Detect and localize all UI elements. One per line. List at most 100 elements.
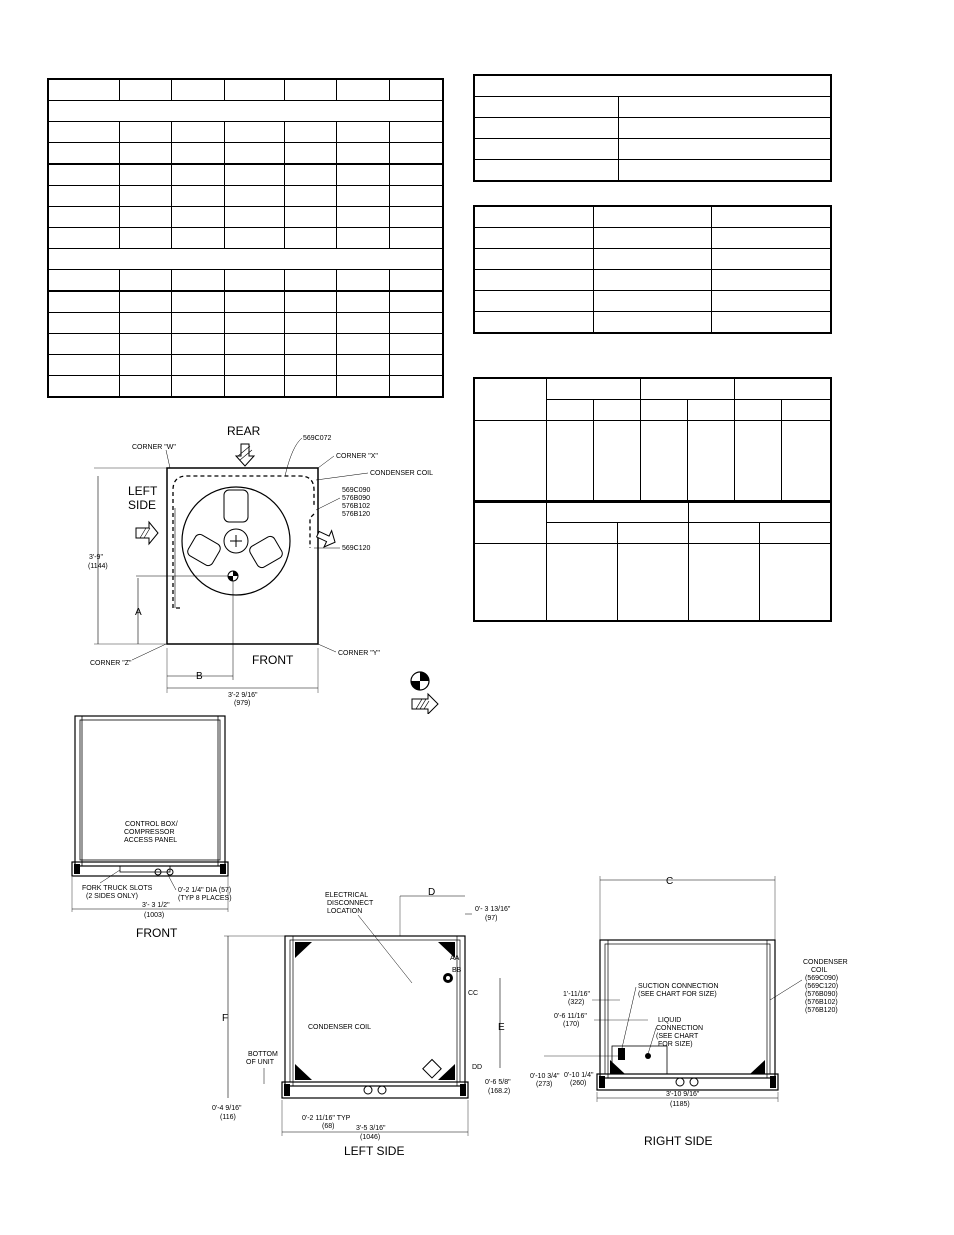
model-top-label: 569C072 — [303, 435, 332, 442]
dim1-mm: (322) — [568, 999, 584, 1006]
dim2-mm: (170) — [563, 1021, 579, 1028]
right-coil-3: (569C090) — [805, 975, 838, 982]
front-title: FRONT — [136, 926, 178, 940]
corner-w-label: CORNER "W" — [132, 444, 176, 451]
center-of-gravity-table — [473, 500, 832, 622]
suction-label-2: (SEE CHART FOR SIZE) — [638, 991, 717, 998]
dim-a: A — [135, 607, 142, 618]
connection-size-table — [473, 74, 832, 182]
front-dim-width: 3'- 3 1/2" — [142, 902, 170, 909]
right-coil-5: (576B090) — [805, 991, 838, 998]
corner-y-label: CORNER "Y" — [338, 650, 380, 657]
dim-low-mm: (116) — [220, 1114, 236, 1121]
dd-label: DD — [472, 1064, 482, 1071]
center-of-gravity-legend-icon — [410, 671, 430, 691]
bottom-label-1: BOTTOM — [248, 1051, 278, 1058]
dim3: 0'-10 3/4" — [530, 1073, 560, 1080]
right-dim-width-mm: (1185) — [670, 1101, 690, 1108]
condenser-coil-outline — [172, 475, 315, 609]
front-label: FRONT — [252, 653, 294, 667]
model-low-label: 569C120 — [342, 545, 371, 552]
dim-e: E — [498, 1022, 505, 1033]
airflow-diamond-icon — [422, 1058, 442, 1079]
dim-typ: 0'-2 11/16" TYP — [302, 1115, 351, 1122]
electrical-label-1: ELECTRICAL — [325, 892, 368, 899]
right-coil-6: (576B102) — [805, 999, 838, 1006]
liquid-connection-icon — [645, 1053, 651, 1059]
bb-label: BB — [452, 967, 462, 974]
dim-typ-mm: (68) — [322, 1123, 334, 1130]
dim4: 0'-10 1/4" — [564, 1072, 594, 1079]
liquid-label-1: LIQUID — [658, 1017, 681, 1024]
left-dim-width-mm: (1046) — [360, 1134, 380, 1141]
left-side-label-1: LEFT — [128, 484, 158, 498]
right-coil-1: CONDENSER — [803, 959, 848, 966]
suction-label-1: SUCTION CONNECTION — [638, 983, 719, 990]
dim-d: D — [428, 887, 435, 898]
dia-label-2: (TYP 8 PLACES) — [178, 895, 232, 902]
top-view-diagram: REAR LEFT SIDE CORNER "W" CORNER "X" CON… — [88, 424, 433, 707]
model-side-3: 576B102 — [342, 503, 370, 510]
dim-top-mm: (97) — [485, 915, 497, 922]
dim-low: 0'-4 9/16" — [212, 1105, 242, 1112]
center-of-gravity-icon — [227, 570, 239, 582]
liquid-label-3: (SEE CHART — [656, 1033, 699, 1040]
dim-height-mm: (1144) — [88, 563, 108, 570]
front-dim-width-mm: (1003) — [144, 912, 164, 919]
dim-top: 0'- 3 13/16" — [475, 906, 511, 913]
right-airflow-arrow — [315, 529, 336, 548]
liquid-label-2: CONNECTION — [656, 1025, 703, 1032]
dim-height: 3'-9" — [89, 554, 103, 561]
legend — [410, 671, 439, 714]
corner-z-label: CORNER "Z" — [90, 660, 132, 667]
dim-width-mm: (979) — [234, 700, 250, 707]
dim-side: 0'-6 5/8" — [485, 1079, 511, 1086]
rear-airflow-arrow — [234, 443, 256, 467]
model-side-4: 576B120 — [342, 511, 370, 518]
suction-connection-icon — [618, 1048, 625, 1060]
fan-blade — [223, 489, 249, 523]
panel-label-2: COMPRESSOR — [124, 829, 175, 836]
dim-b: B — [196, 671, 203, 682]
unit-dimension-table — [47, 78, 444, 398]
corner-x-label: CORNER "X" — [336, 453, 378, 460]
condenser-coil-label: CONDENSER COIL — [370, 470, 433, 477]
right-coil-7: (576B120) — [805, 1007, 838, 1014]
model-side-1: 569C090 — [342, 487, 371, 494]
fork-label-1: FORK TRUCK SLOTS — [82, 885, 153, 892]
fan-shroud — [181, 486, 291, 596]
electrical-label-2: DISCONNECT — [327, 900, 374, 907]
liquid-label-4: FOR SIZE) — [658, 1041, 693, 1048]
left-airflow-arrow — [135, 520, 159, 546]
right-coil-4: (569C120) — [805, 983, 838, 990]
aa-label: AA — [450, 955, 460, 962]
model-side-2: 576B090 — [342, 495, 370, 502]
rear-label: REAR — [227, 424, 261, 438]
dim-width: 3'-2 9/16" — [228, 692, 258, 699]
fork-label-2: (2 SIDES ONLY) — [86, 893, 138, 900]
dim4-mm: (260) — [570, 1080, 586, 1087]
front-view-diagram: CONTROL BOX/ COMPRESSOR ACCESS PANEL FOR… — [71, 715, 232, 940]
corner-weight-table — [473, 377, 832, 503]
dim3-mm: (273) — [536, 1081, 552, 1088]
panel-label-1: CONTROL BOX/ — [125, 821, 178, 828]
right-side-diagram: C CONDENSER COIL (569C090) (569C120) (57… — [530, 876, 848, 1148]
dim1: 1'-11/16" — [563, 991, 591, 998]
right-coil-2: COIL — [811, 967, 827, 974]
cc-label: CC — [468, 990, 478, 997]
electrical-label-3: LOCATION — [327, 908, 362, 915]
bottom-label-2: OF UNIT — [246, 1059, 275, 1066]
clearance-table — [473, 205, 832, 334]
left-coil-label: CONDENSER COIL — [308, 1024, 371, 1031]
panel-label-3: ACCESS PANEL — [124, 837, 177, 844]
right-title: RIGHT SIDE — [644, 1134, 712, 1148]
left-side-label-2: SIDE — [128, 498, 156, 512]
dim-side-mm: (168.2) — [488, 1088, 510, 1095]
right-dim-width: 3'-10 9/16" — [666, 1091, 700, 1098]
left-title: LEFT SIDE — [344, 1144, 404, 1158]
left-side-diagram: CONDENSER COIL ELECTRICAL DISCONNECT LOC… — [212, 887, 511, 1158]
dia-label-1: 0'-2 1/4" DIA (57) — [178, 887, 231, 894]
unit-outline — [166, 467, 319, 645]
dim-c: C — [666, 876, 673, 887]
dim-f: F — [222, 1013, 228, 1024]
